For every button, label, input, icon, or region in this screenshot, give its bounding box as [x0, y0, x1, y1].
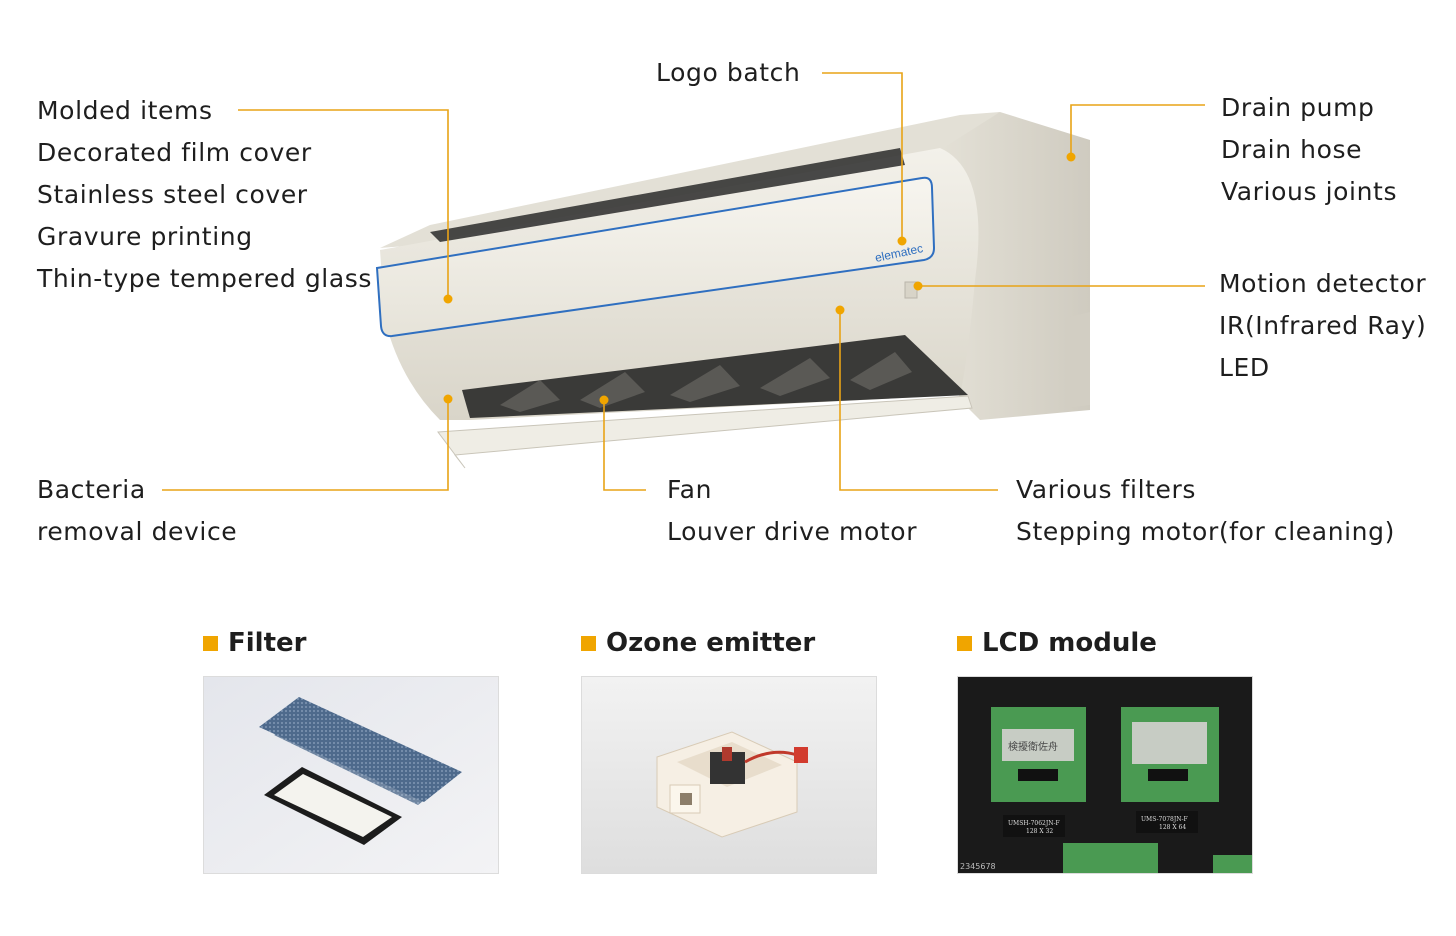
dot-molded: [443, 294, 453, 304]
caption-ozone-emitter: Ozone emitter: [581, 628, 815, 658]
dot-drain: [1066, 152, 1076, 162]
dot-bacteria: [443, 394, 453, 404]
board-label: 128 X 64: [1159, 824, 1186, 831]
caption-bullet-icon: [581, 635, 596, 651]
callout-line: Drain hose: [1221, 135, 1363, 164]
front-panel: [375, 176, 936, 338]
callout-line: Gravure printing: [37, 222, 253, 251]
caption-bullet-icon: [957, 635, 972, 651]
leader-filters: [839, 310, 998, 491]
callout-line: IR(Infrared Ray): [1219, 311, 1427, 340]
callout-drain: Drain pump Drain hose Various joints: [1221, 87, 1397, 213]
leader-molded: [238, 109, 449, 299]
leader-drain: [1070, 104, 1205, 156]
lcd-text: 検擾衛佐舟: [1008, 740, 1058, 753]
board-label: UMS-7078JN-F: [1141, 816, 1188, 823]
side-vent: [1065, 312, 1090, 408]
air-conditioner-illustration: elematec: [375, 112, 1090, 469]
callout-line: Decorated film cover: [37, 138, 312, 167]
caption-text: Filter: [228, 628, 307, 658]
callout-motion-detector: Motion detector IR(Infrared Ray) LED: [1219, 263, 1426, 389]
callout-molded-items: Molded items Decorated film cover Stainl…: [37, 90, 372, 300]
board-label: 2345678: [960, 862, 996, 871]
callout-logo-batch: Logo batch: [656, 52, 800, 94]
caption-filter: Filter: [203, 628, 306, 658]
leader-lines: [162, 72, 1205, 491]
filter-photo: [203, 676, 499, 874]
lcd-module-photo: 検擾衛佐舟 UMSH-7062JN-F 128 X 32 UMS-7078JN-…: [957, 676, 1253, 874]
callout-line: Molded items: [37, 96, 213, 125]
callout-line: Thin-type tempered glass: [37, 264, 373, 293]
callout-line: Stainless steel cover: [37, 180, 308, 209]
callout-line: Stepping motor(for cleaning): [1016, 517, 1395, 546]
caption-text: Ozone emitter: [606, 628, 816, 658]
board-label: 128 X 32: [1026, 828, 1053, 835]
caption-bullet-icon: [203, 635, 218, 651]
callout-line: Louver drive motor: [667, 517, 918, 546]
callout-line: Motion detector: [1219, 269, 1427, 298]
leader-fan: [603, 400, 646, 491]
callout-fan: Fan Louver drive motor: [667, 469, 917, 553]
dot-fan: [599, 395, 609, 405]
callout-line: Bacteria: [37, 475, 146, 504]
callout-line: LED: [1219, 353, 1270, 382]
callout-line: Fan: [667, 475, 713, 504]
fan-blades: [500, 352, 912, 412]
callout-line: Logo batch: [656, 58, 801, 87]
board-label: UMSH-7062JN-F: [1008, 820, 1060, 827]
dot-filters: [835, 305, 845, 315]
callout-line: Various joints: [1221, 177, 1398, 206]
callout-filters: Various filters Stepping motor(for clean…: [1016, 469, 1395, 553]
louver: [437, 395, 973, 469]
leader-bacteria: [162, 399, 449, 491]
dot-logo: [897, 236, 907, 246]
callout-line: Drain pump: [1221, 93, 1375, 122]
leader-logo: [822, 72, 903, 240]
ozone-emitter-photo: [581, 676, 877, 874]
callout-line: Various filters: [1016, 475, 1196, 504]
caption-text: LCD module: [982, 628, 1157, 658]
callout-line: removal device: [37, 517, 238, 546]
intake-slot: [430, 148, 905, 242]
dot-motion: [913, 281, 923, 291]
caption-lcd-module: LCD module: [957, 628, 1157, 658]
callout-bacteria-removal: Bacteria removal device: [37, 469, 237, 553]
